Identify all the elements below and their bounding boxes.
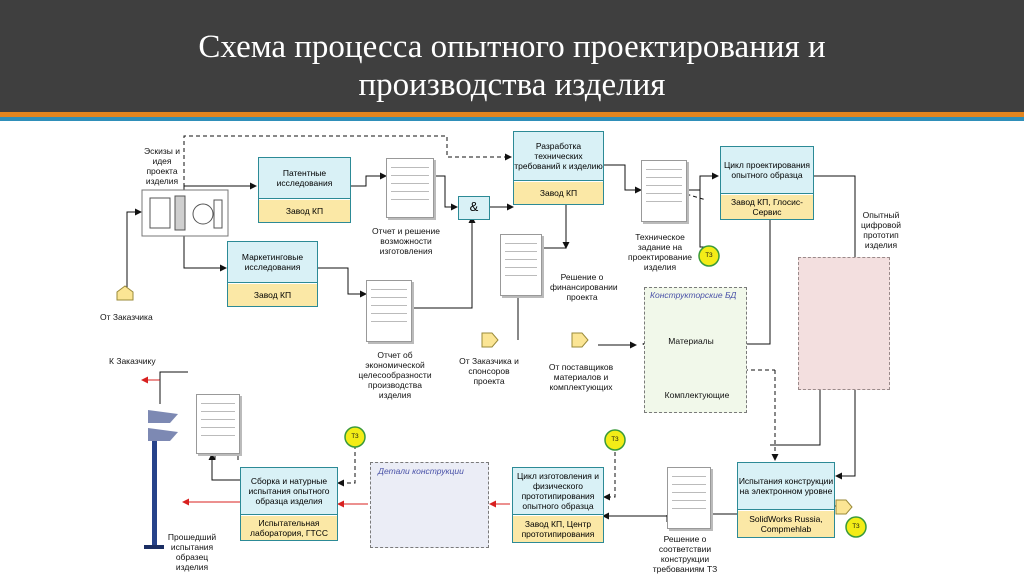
- suppliers-input-label: От поставщиков материалов и комплектующи…: [548, 362, 614, 392]
- parts-group-title: Детали конструкции: [378, 466, 464, 476]
- tech-spec-document-icon: [641, 160, 687, 222]
- traffic-light-icon-final: [144, 410, 178, 549]
- tech-requirements-box[interactable]: Разработка технических требований к изде…: [513, 131, 604, 205]
- components-label: Комплектующие: [664, 390, 730, 400]
- conformity-marker: [835, 499, 853, 515]
- and-junction: &: [458, 196, 490, 220]
- passed-sample-label: Прошедший испытания образец изделия: [167, 532, 217, 572]
- patent-research-box[interactable]: Патентные исследования Завод КП: [258, 157, 351, 223]
- tech-spec-label: Техническое задание на проектирование из…: [627, 232, 692, 272]
- sponsors-input-label: От Заказчика и спонсоров проекта: [459, 356, 519, 386]
- report-decision-label: Отчет и решение возможности изготовления: [372, 226, 440, 256]
- tz-label-2: ТЗ: [611, 437, 619, 443]
- marketing-research-box[interactable]: Маркетинговые исследования Завод КП: [227, 241, 318, 307]
- tz-marker-4: [845, 516, 867, 538]
- conformity-document-icon: [667, 467, 711, 529]
- digital-prototype-panel: [798, 257, 890, 390]
- tz-marker-3: [344, 426, 366, 448]
- report-document-icon: [386, 158, 434, 218]
- slide-title-line2: производства изделия: [358, 67, 666, 103]
- slide-title-line1: Схема процесса опытного проектирования и: [198, 29, 826, 65]
- patent-research-title: Патентные исследования: [259, 158, 350, 199]
- blue-stripe: [0, 117, 1024, 121]
- tz-marker-2: [604, 429, 626, 451]
- sketch-label: Эскизы и идея проекта изделия: [144, 146, 180, 186]
- econ-report-document-icon: [366, 280, 412, 342]
- sponsor-input-marker: [481, 332, 499, 348]
- customer-input-label: От Заказчика: [100, 312, 153, 322]
- parts-group: [370, 462, 489, 548]
- tech-requirements-title: Разработка технических требований к изде…: [514, 132, 603, 181]
- finance-document-icon: [500, 234, 542, 296]
- materials-label: Материалы: [668, 336, 714, 346]
- manufacturing-cycle-org: Завод КП, Центр прототипирования: [513, 516, 603, 542]
- assembly-testing-box[interactable]: Сборка и натурные испытания опытного обр…: [240, 467, 338, 541]
- electronic-testing-title: Испытания конструкции на электронном уро…: [738, 463, 834, 510]
- assembly-testing-title: Сборка и натурные испытания опытного обр…: [241, 468, 337, 515]
- design-cycle-org: Завод КП, Глосис-Сервис: [721, 195, 813, 219]
- sketch-image-icon: [141, 189, 229, 237]
- finance-decision-label: Решение о финансировании проекта: [550, 272, 618, 302]
- design-cycle-box[interactable]: Цикл проектирования опытного образца Зав…: [720, 146, 814, 220]
- tz-marker-1: [698, 245, 720, 267]
- conformity-decision-label: Решение о соответствии конструкции требо…: [652, 534, 718, 574]
- accent-stripe: [0, 112, 1024, 117]
- final-report-document-icon: [196, 394, 240, 454]
- digital-prototype-label: Опытный цифровой прототип изделия: [861, 210, 901, 250]
- slide-title: Схема процесса опытного проектирования и…: [0, 28, 1024, 104]
- design-db-title: Конструкторские БД: [650, 290, 737, 300]
- econ-report-label: Отчет об экономической целесообразности …: [358, 350, 432, 400]
- marketing-research-org: Завод КП: [228, 284, 317, 306]
- tz-label-1: ТЗ: [705, 253, 713, 259]
- electronic-testing-box[interactable]: Испытания конструкции на электронном уро…: [737, 462, 835, 538]
- electronic-testing-org: SolidWorks Russia, Compmehlab: [738, 511, 834, 537]
- design-cycle-title: Цикл проектирования опытного образца: [721, 147, 813, 194]
- assembly-testing-org: Испытательная лаборатория, ГТСС: [241, 516, 337, 540]
- manufacturing-cycle-title: Цикл изготовления и физического прототип…: [513, 468, 603, 515]
- tz-label-3: ТЗ: [351, 434, 359, 440]
- to-customer-label: К Заказчику: [109, 356, 156, 366]
- marketing-research-title: Маркетинговые исследования: [228, 242, 317, 283]
- title-bar: [0, 0, 1024, 112]
- customer-input-marker: [116, 285, 134, 301]
- tz-label-4: ТЗ: [852, 524, 860, 530]
- patent-research-org: Завод КП: [259, 200, 350, 222]
- design-db-group: [644, 287, 747, 413]
- manufacturing-cycle-box[interactable]: Цикл изготовления и физического прототип…: [512, 467, 604, 543]
- supplier-input-marker: [571, 332, 589, 348]
- tech-requirements-org: Завод КП: [514, 182, 603, 204]
